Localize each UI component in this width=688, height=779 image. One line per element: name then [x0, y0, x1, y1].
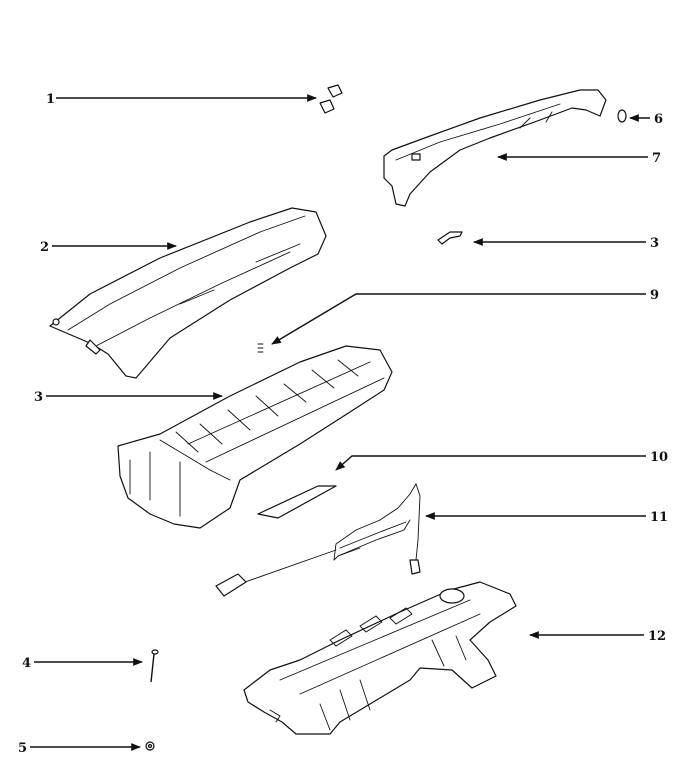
- callout-10: 10: [650, 450, 668, 465]
- part-2-cover: [49, 207, 327, 379]
- part-3-clip: [437, 231, 463, 245]
- part-10-strip: [257, 485, 337, 519]
- callout-1: 1: [46, 92, 55, 107]
- part-6-ring: [617, 109, 627, 123]
- part-1-clips: [319, 84, 343, 114]
- part-9-spring: [257, 343, 264, 353]
- callout-12: 12: [648, 629, 666, 644]
- callout-9: 9: [650, 288, 659, 303]
- leader-lines: [30, 94, 650, 751]
- callout-6: 6: [654, 112, 663, 127]
- callout-5: 5: [18, 741, 27, 756]
- part-11-heater: [215, 482, 421, 597]
- callout-3-clip: 3: [650, 236, 659, 251]
- callout-labels: 1 2 3 3 4 5 6 7 9 10 11 12: [18, 92, 668, 756]
- part-5-washer: [145, 741, 155, 751]
- part-3-mold: [117, 345, 393, 529]
- part-4-screw: [150, 649, 159, 683]
- callout-3-mold: 3: [34, 390, 43, 405]
- part-12-base: [243, 581, 517, 735]
- part-7-bracket: [383, 89, 607, 207]
- callout-4: 4: [22, 656, 31, 671]
- callout-2: 2: [40, 240, 49, 255]
- callout-11: 11: [650, 510, 668, 525]
- callout-7: 7: [652, 151, 661, 166]
